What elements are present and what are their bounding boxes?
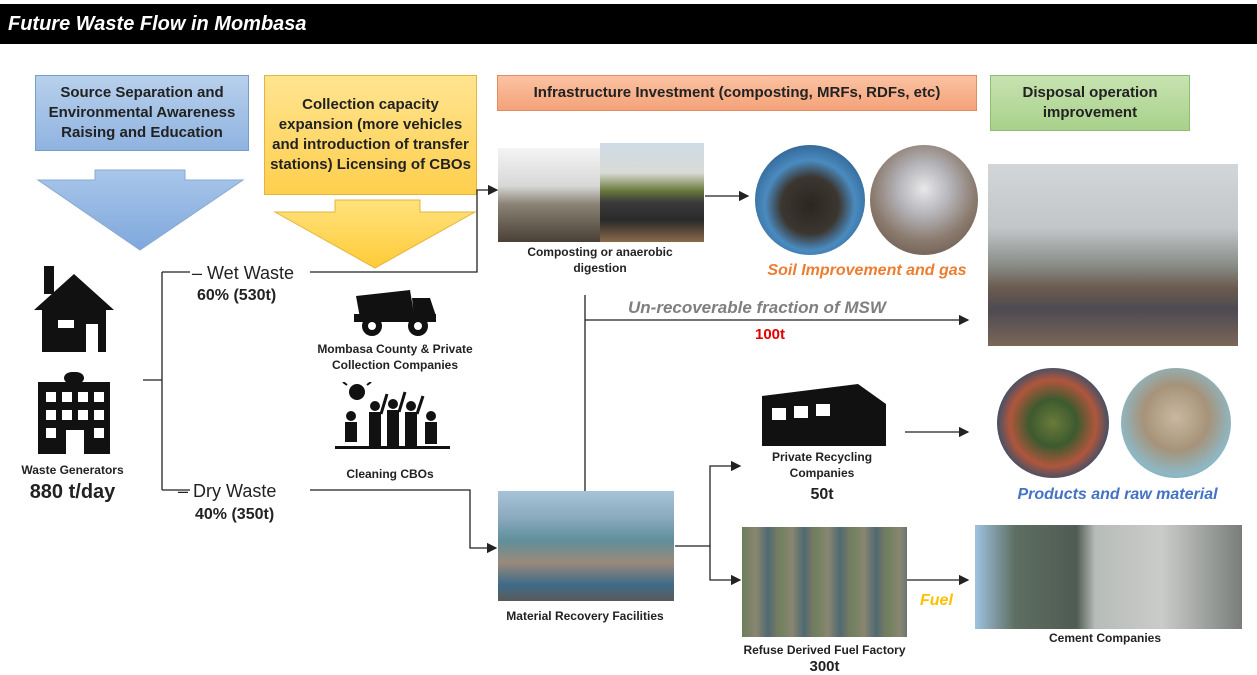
house-icon [34,262,114,356]
header-disposal-text: Disposal operation improvement [1022,84,1158,121]
recycling-label: Private Recycling Companies [771,450,873,480]
mrf-photo [498,491,674,601]
products-raw-material-label: Products and raw material [1017,486,1218,503]
unrecoverable-label: Un-recoverable fraction of MSW [628,298,886,317]
rdf-bales-photo [742,527,907,637]
soil-gas-product-label: Soil Improvement and gas [767,262,967,279]
dump-truck-icon [350,288,438,338]
generators-label: Waste Generators [21,463,124,477]
anaerobic-digester-photo [600,143,704,242]
title-bar: Future Waste Flow in Mombasa [0,4,1257,44]
header-collection-text: Collection capacity expansion (more vehi… [270,96,471,173]
cleaning-people-icon [335,378,450,454]
factory-icon [762,382,888,446]
source-down-arrow [36,169,245,251]
header-infrastructure: Infrastructure Investment (composting, M… [497,75,977,111]
collection-down-arrow [273,199,477,269]
rdf-label: Refuse Derived Fuel Factory [743,643,906,657]
compost-soil-photo [755,145,865,255]
composting-photo [498,148,600,242]
wet-waste-label: – Wet Waste [192,263,295,283]
header-source-separation: Source Separation and Environmental Awar… [35,75,249,151]
cleaning-cbos-label: Cleaning CBOs [346,467,434,481]
fuel-label: Fuel [920,592,953,609]
raw-material-photo [1121,368,1231,478]
collection-companies-label: Mombasa County & Private Collection Comp… [317,342,473,372]
dry-waste-label: – Dry Waste [178,481,277,501]
office-building-icon [34,372,114,456]
composting-label: Composting or anaerobic digestion [527,245,673,275]
wet-waste-amount: 60% (530t) [197,287,277,304]
dry-waste-amount: 40% (350t) [195,506,275,523]
header-infrastructure-text: Infrastructure Investment (composting, M… [533,84,941,101]
cement-companies-photo [975,525,1242,629]
header-source-text: Source Separation and Environmental Awar… [48,84,236,141]
cement-label: Cement Companies [1048,631,1162,645]
page-title: Future Waste Flow in Mombasa [8,13,307,35]
wet-waste-text: Wet Waste [207,263,295,283]
mrf-label: Material Recovery Facilities [506,609,664,623]
recycling-amount: 50t [810,486,834,503]
biogas-stove-photo [870,145,978,255]
header-collection-capacity: Collection capacity expansion (more vehi… [264,75,477,195]
landfill-photo [988,164,1238,346]
dry-waste-text: Dry Waste [193,481,277,501]
rdf-amount: 300t [809,658,840,675]
unrecoverable-amount: 100t [755,326,786,343]
generators-amount: 880 t/day [29,481,116,503]
recycled-products-photo [997,368,1109,478]
header-disposal: Disposal operation improvement [990,75,1190,131]
